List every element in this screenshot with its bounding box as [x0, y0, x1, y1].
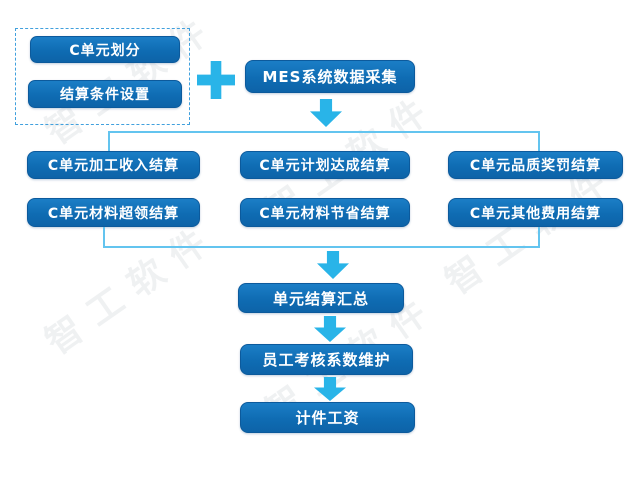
flow-node-mes-data-collection: MES系统数据采集: [245, 60, 415, 93]
flow-node-quality-reward-penalty-settlement: C单元品质奖罚结算: [448, 151, 623, 179]
flow-node-label: C单元划分: [69, 42, 141, 59]
flow-node-label: C单元材料超领结算: [47, 205, 180, 222]
flow-node-label: 单元结算汇总: [272, 289, 369, 308]
flow-node-label: C单元其他费用结算: [469, 205, 602, 222]
flow-node-label: MES系统数据采集: [262, 68, 398, 86]
setup-group-dashed-frame: [15, 28, 190, 125]
flow-node-settlement-condition-setup: 结算条件设置: [28, 80, 182, 108]
flow-node-label: C单元加工收入结算: [47, 158, 180, 174]
flow-node-plan-achievement-settlement: C单元计划达成结算: [240, 151, 410, 179]
flow-node-label: C单元品质奖罚结算: [469, 158, 602, 174]
flow-node-material-overdraw-settlement: C单元材料超领结算: [27, 198, 200, 227]
flow-node-label: 结算条件设置: [60, 87, 150, 103]
converging-connector: [103, 227, 540, 248]
arrow-down-icon: [310, 99, 342, 127]
arrow-down-icon: [314, 316, 346, 342]
flow-node-piecework-wage: 计件工资: [240, 402, 415, 433]
arrow-down-icon: [317, 251, 349, 279]
flow-node-processing-income-settlement: C单元加工收入结算: [27, 151, 200, 179]
flow-node-label: C单元计划达成结算: [259, 158, 391, 174]
flow-node-unit-settlement-summary: 单元结算汇总: [238, 283, 404, 313]
flow-node-employee-assessment-coefficient: 员工考核系数维护: [240, 344, 413, 375]
plus-icon: [197, 61, 235, 99]
distribution-connector: [108, 131, 540, 151]
flow-node-label: C单元材料节省结算: [259, 205, 391, 222]
arrow-down-icon: [314, 377, 346, 401]
flow-node-material-saving-settlement: C单元材料节省结算: [240, 198, 410, 227]
flow-node-label: 员工考核系数维护: [262, 351, 391, 369]
flow-node-unit-division: C单元划分: [30, 36, 180, 63]
flow-node-label: 计件工资: [295, 409, 360, 427]
flow-node-other-expense-settlement: C单元其他费用结算: [448, 198, 623, 227]
